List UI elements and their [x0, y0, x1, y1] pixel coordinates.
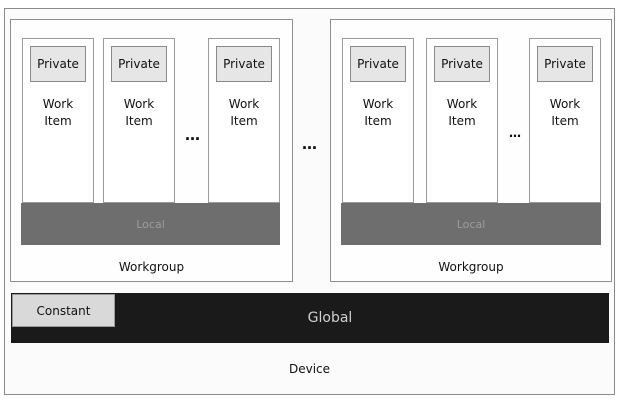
work-item-label: Work Item: [530, 96, 600, 130]
work-item: Private Work Item: [22, 38, 94, 203]
local-memory: Local: [341, 203, 601, 245]
work-item-line2: Item: [230, 114, 258, 128]
work-item-line1: Work: [228, 97, 260, 111]
private-label: Private: [223, 57, 265, 71]
work-item: Private Work Item: [529, 38, 601, 203]
work-item-line2: Item: [125, 114, 153, 128]
private-label: Private: [544, 57, 586, 71]
constant-label: Constant: [36, 303, 91, 318]
private-label: Private: [357, 57, 399, 71]
work-item-line2: Item: [448, 114, 476, 128]
local-label: Local: [456, 217, 486, 231]
global-label: Global: [307, 310, 353, 326]
workgroup-label: Workgroup: [118, 260, 185, 274]
workgroup-left: Private Work Item Private Work Item … Pr…: [10, 19, 293, 282]
local-memory: Local: [21, 203, 280, 245]
work-item-label: Work Item: [209, 96, 279, 130]
work-item: Private Work Item: [103, 38, 175, 203]
work-item-line1: Work: [362, 97, 394, 111]
work-item-label: Work Item: [427, 96, 497, 130]
constant-memory: Constant: [12, 294, 115, 327]
work-item: Private Work Item: [426, 38, 498, 203]
private-label: Private: [37, 57, 79, 71]
work-item-ellipsis: …: [509, 126, 522, 140]
work-item-line1: Work: [549, 97, 581, 111]
workgroup-label: Workgroup: [438, 260, 504, 274]
work-item-line1: Work: [42, 97, 74, 111]
work-item-label: Work Item: [23, 96, 93, 130]
work-item-line1: Work: [123, 97, 155, 111]
device-box: Private Work Item Private Work Item … Pr…: [4, 8, 615, 395]
private-memory: Private: [111, 46, 167, 82]
work-item-label: Work Item: [343, 96, 413, 130]
work-item-ellipsis: …: [185, 126, 201, 144]
private-memory: Private: [537, 46, 593, 82]
work-item-line2: Item: [44, 114, 72, 128]
workgroup-right: Private Work Item Private Work Item … Pr…: [330, 19, 612, 282]
private-memory: Private: [30, 46, 86, 82]
work-item-line2: Item: [551, 114, 579, 128]
private-label: Private: [441, 57, 483, 71]
private-memory: Private: [216, 46, 272, 82]
work-item-label: Work Item: [104, 96, 174, 130]
workgroup-ellipsis: …: [302, 135, 318, 153]
work-item-line1: Work: [446, 97, 478, 111]
work-item-line2: Item: [364, 114, 392, 128]
work-item: Private Work Item: [208, 38, 280, 203]
device-label: Device: [288, 362, 331, 376]
private-memory: Private: [434, 46, 490, 82]
private-label: Private: [118, 57, 160, 71]
work-item: Private Work Item: [342, 38, 414, 203]
private-memory: Private: [350, 46, 406, 82]
local-label: Local: [136, 217, 165, 231]
global-memory: Global Constant: [11, 293, 609, 343]
